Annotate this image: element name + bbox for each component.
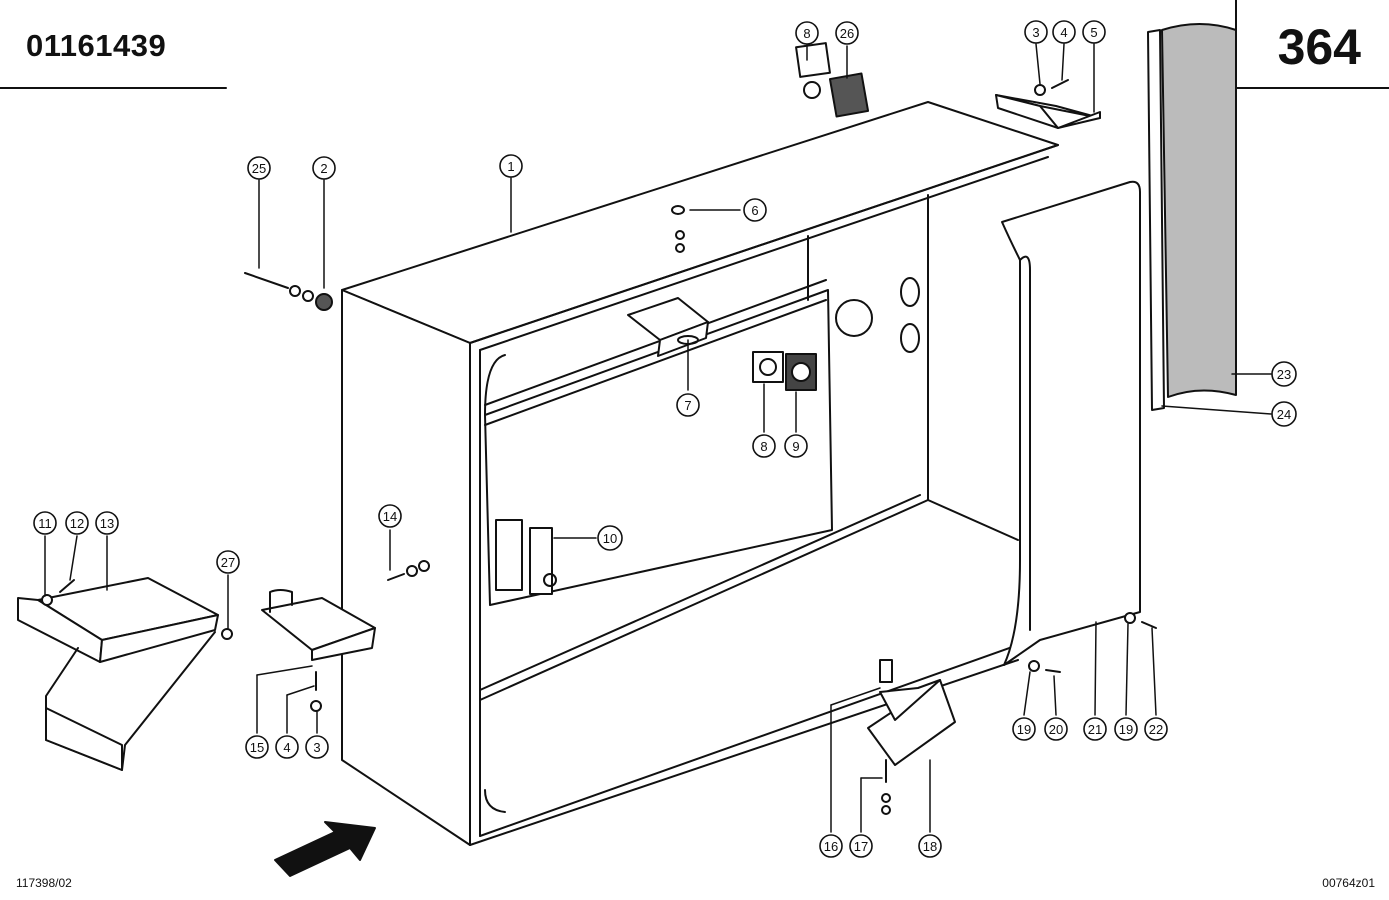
callout-8: 8 (752, 434, 776, 458)
callout-3: 3 (305, 735, 329, 759)
callout-17: 17 (849, 834, 873, 858)
direction-arrow (274, 821, 376, 877)
svg-text:10: 10 (603, 531, 617, 546)
part-number: 01161439 (26, 28, 167, 63)
callout-18: 18 (918, 834, 942, 858)
svg-text:13: 13 (100, 516, 114, 531)
callout-2: 2 (312, 156, 336, 180)
svg-text:11: 11 (38, 516, 52, 531)
callout-11: 11 (33, 511, 57, 535)
svg-text:7: 7 (684, 398, 691, 413)
callout-9: 9 (784, 434, 808, 458)
callouts: 1 2 25 6 7 8 26 8 9 10 3 4 5 23 24 11 12… (33, 20, 1297, 858)
callout-23: 23 (1271, 361, 1297, 387)
callout-15: 15 (245, 735, 269, 759)
svg-text:9: 9 (792, 439, 799, 454)
callout-7: 7 (676, 393, 700, 417)
step-13 (17, 577, 219, 771)
svg-text:26: 26 (840, 26, 854, 41)
callout-21: 21 (1083, 717, 1107, 741)
bracket-15 (261, 589, 376, 661)
seal-strip-23-24 (1147, 23, 1237, 411)
callout-12: 12 (65, 511, 89, 535)
svg-text:20: 20 (1049, 722, 1063, 737)
image-reference: 00764z01 (1322, 876, 1375, 890)
svg-text:12: 12 (70, 516, 84, 531)
page-number: 364 (1277, 19, 1361, 75)
svg-text:2: 2 (320, 161, 327, 176)
callout-24: 24 (1271, 401, 1297, 427)
svg-text:4: 4 (1060, 25, 1067, 40)
svg-text:4: 4 (283, 740, 290, 755)
callout-26: 26 (835, 21, 859, 45)
svg-text:23: 23 (1277, 367, 1291, 382)
latch-10 (495, 519, 557, 595)
svg-text:21: 21 (1088, 722, 1102, 737)
callout-13: 13 (95, 511, 119, 535)
svg-text:17: 17 (854, 839, 868, 854)
bracket-7 (627, 297, 709, 357)
drawing-reference: 117398/02 (16, 876, 72, 890)
callout-19: 19 (1012, 717, 1036, 741)
callout-25: 25 (247, 156, 271, 180)
svg-text:15: 15 (250, 740, 264, 755)
side-panel-21 (1001, 180, 1141, 666)
callout-14: 14 (378, 504, 402, 528)
callout-19-right: 19 (1114, 717, 1138, 741)
callout-5: 5 (1082, 20, 1106, 44)
svg-text:16: 16 (824, 839, 838, 854)
callout-10: 10 (597, 525, 623, 551)
svg-text:25: 25 (252, 161, 266, 176)
callout-1: 1 (499, 154, 523, 178)
svg-text:3: 3 (1032, 25, 1039, 40)
svg-text:24: 24 (1277, 407, 1291, 422)
callout-4-top: 4 (1052, 20, 1076, 44)
callout-16: 16 (819, 834, 843, 858)
svg-text:6: 6 (751, 203, 758, 218)
svg-text:1: 1 (507, 159, 514, 174)
callout-22: 22 (1144, 717, 1168, 741)
svg-text:19: 19 (1119, 722, 1133, 737)
callout-6: 6 (743, 198, 767, 222)
svg-text:14: 14 (383, 509, 397, 524)
bracket-5 (995, 94, 1101, 129)
main-box-housing (341, 101, 1059, 846)
pads-8-9 (752, 42, 870, 391)
leader-lines (44, 43, 1272, 833)
svg-text:5: 5 (1090, 25, 1097, 40)
chock-18 (867, 659, 956, 766)
callout-27: 27 (216, 550, 240, 574)
svg-text:8: 8 (760, 439, 767, 454)
svg-text:22: 22 (1149, 722, 1163, 737)
svg-text:3: 3 (313, 740, 320, 755)
svg-text:8: 8 (803, 26, 810, 41)
fasteners (41, 79, 1157, 815)
svg-text:27: 27 (221, 555, 235, 570)
svg-text:18: 18 (923, 839, 937, 854)
callout-3-top: 3 (1024, 20, 1048, 44)
svg-text:19: 19 (1017, 722, 1031, 737)
callout-4: 4 (275, 735, 299, 759)
callout-20: 20 (1044, 717, 1068, 741)
callout-8-top: 8 (795, 21, 819, 45)
